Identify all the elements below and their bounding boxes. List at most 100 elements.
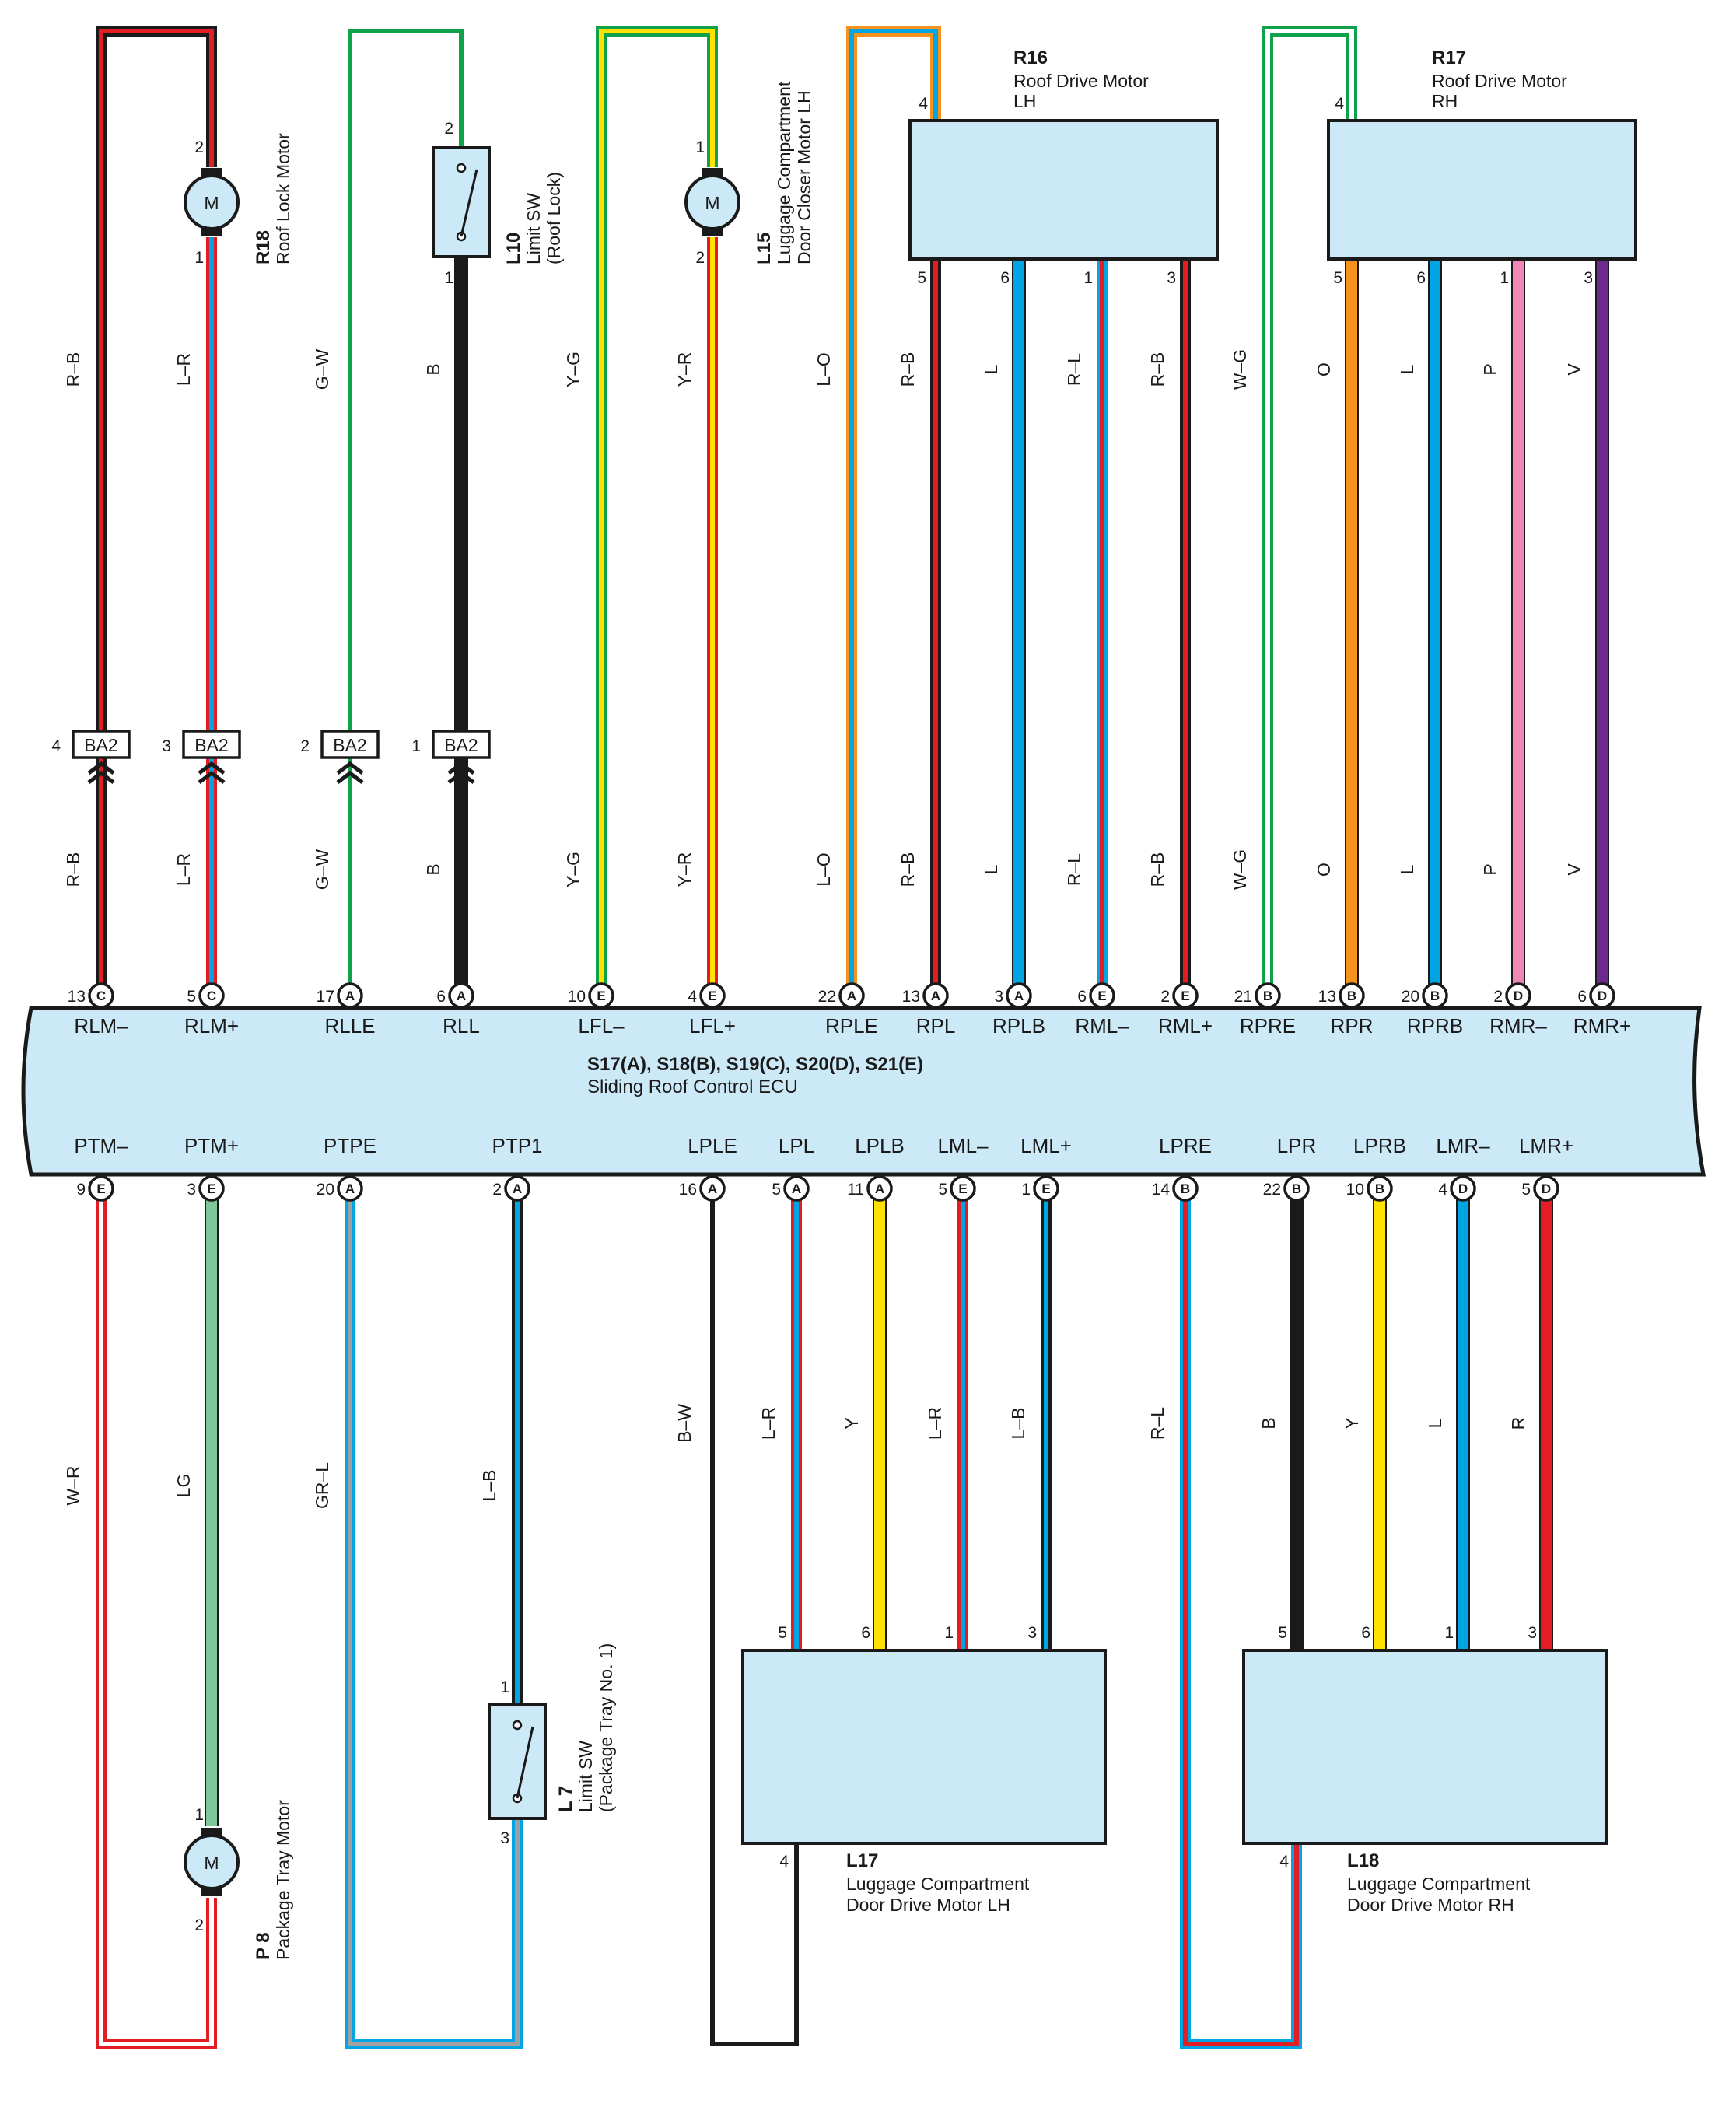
wire-code-label: P xyxy=(1480,363,1500,375)
ba2-label: BA2 xyxy=(333,735,366,755)
l17-pin: 5 xyxy=(778,1624,787,1642)
ba2-label: BA2 xyxy=(84,735,117,755)
ba2-chevron-lower xyxy=(447,770,475,784)
r17-pin-in: 4 xyxy=(1335,95,1344,113)
connector-letter: E xyxy=(1181,989,1189,1003)
wire-code-label: R–B xyxy=(63,352,83,387)
pin-number: 20 xyxy=(317,1181,334,1199)
l10-limit-switch xyxy=(432,146,491,258)
l7-pin-bottom: 3 xyxy=(500,1829,509,1847)
ecu-name: Sliding Roof Control ECU xyxy=(587,1076,798,1097)
wire-code-label: P xyxy=(1480,863,1500,875)
pin-number: 11 xyxy=(847,1181,864,1199)
l15-name2: Door Closer Motor LH xyxy=(794,90,814,264)
connector-circle xyxy=(588,982,614,1009)
l10-limit-switch-blade xyxy=(460,169,478,237)
l18-pin-return: 4 xyxy=(1279,1853,1289,1871)
connector-circle xyxy=(950,1175,976,1202)
connector-circle xyxy=(198,1175,225,1202)
connector-letter: D xyxy=(1598,989,1607,1003)
terminal-label: PTM– xyxy=(74,1134,128,1157)
r16-name1: Roof Drive Motor xyxy=(1013,71,1149,91)
ecu-body xyxy=(21,1006,1706,1177)
wire-code-label: GR–L xyxy=(312,1462,332,1509)
terminal-label: PTM+ xyxy=(184,1134,239,1157)
wire-code-label: Y–G xyxy=(563,352,583,387)
connector-letter: B xyxy=(1263,989,1272,1003)
pin-number: 4 xyxy=(1438,1181,1447,1199)
wire-code-label: W–G xyxy=(1230,849,1250,890)
terminal-label: LPR xyxy=(1277,1134,1317,1157)
connector-letter: E xyxy=(1097,989,1106,1003)
terminal-label: LML+ xyxy=(1020,1134,1072,1157)
l18-id: L18 xyxy=(1347,1850,1379,1871)
ecu-terminal: E3 PTM+ xyxy=(184,1134,239,1202)
wire-r-b-rlm-minus xyxy=(96,26,217,996)
p8-package-tray-motor-symbol: M xyxy=(204,1853,219,1873)
wire-code-label: L–R xyxy=(925,1407,945,1440)
wire-code-label: R–L xyxy=(1064,353,1084,386)
ba2-box xyxy=(182,730,241,759)
l15-door-closer-motor-symbol: M xyxy=(705,193,719,213)
terminal-label: LFL– xyxy=(578,1014,625,1038)
terminal-label: LPRB xyxy=(1353,1134,1406,1157)
ba2-chevron-lower xyxy=(87,770,115,784)
terminal-label: RML– xyxy=(1075,1014,1129,1038)
r18-roof-lock-motor-circle xyxy=(184,174,240,230)
l15-door-closer-motor: M xyxy=(684,168,740,236)
l7-pin-top: 1 xyxy=(500,1678,509,1696)
l7-limit-switch xyxy=(488,1703,547,1820)
connector-letter: E xyxy=(207,1181,215,1196)
connector-letter: B xyxy=(1375,1181,1384,1196)
p8-pin-bottom: 2 xyxy=(194,1916,204,1934)
ba2-pin-number: 4 xyxy=(51,737,61,755)
l18-door-drive-motor-rh xyxy=(1242,1649,1608,1845)
pin-number: 3 xyxy=(187,1181,196,1199)
terminal-label: PTP1 xyxy=(492,1134,542,1157)
ba2-chevron-upper xyxy=(198,761,226,775)
pin-number: 10 xyxy=(568,988,586,1006)
wire-code-label: B xyxy=(423,863,443,875)
wire-code-label: R–B xyxy=(1147,852,1167,887)
pin-number: 2 xyxy=(1160,988,1170,1006)
r16-roof-drive-motor-lh xyxy=(908,119,1219,261)
wire-code-label: Y–R xyxy=(674,352,695,387)
pin-number: 13 xyxy=(68,988,86,1006)
wire-w-r-ptm-minus xyxy=(96,1188,217,2049)
l10-id: L10 xyxy=(503,233,524,264)
wire-code-label: R–B xyxy=(1147,352,1167,387)
r17-name2: RH xyxy=(1432,91,1458,111)
pin-number: 5 xyxy=(1521,1181,1531,1199)
terminal-label: RLL xyxy=(443,1014,480,1038)
p8-id: P 8 xyxy=(253,1932,274,1960)
connector-circle xyxy=(699,982,726,1009)
pin-number: 16 xyxy=(679,1181,697,1199)
pin-number: 22 xyxy=(1263,1181,1281,1199)
terminal-label: RPRB xyxy=(1407,1014,1463,1038)
r18-name: Roof Lock Motor xyxy=(273,133,293,264)
connector-letter: A xyxy=(457,989,466,1003)
wire-code-label: L–B xyxy=(1008,1408,1028,1440)
r16-name2: LH xyxy=(1013,91,1036,111)
connector-letter: B xyxy=(1430,989,1440,1003)
l18-pin: 1 xyxy=(1444,1624,1454,1642)
connector-letter: A xyxy=(345,989,355,1003)
connector-letter: E xyxy=(96,1181,105,1196)
connector-circle xyxy=(1283,1175,1310,1202)
r17-pin: 3 xyxy=(1584,269,1593,287)
wire-code-label: Y xyxy=(842,1417,862,1429)
wire-code-label: L xyxy=(981,364,1001,374)
l15-name1: Luggage Compartment xyxy=(774,81,794,264)
l17-door-drive-motor-lh xyxy=(741,1649,1107,1845)
wire-b-w-lple xyxy=(707,1188,802,2049)
